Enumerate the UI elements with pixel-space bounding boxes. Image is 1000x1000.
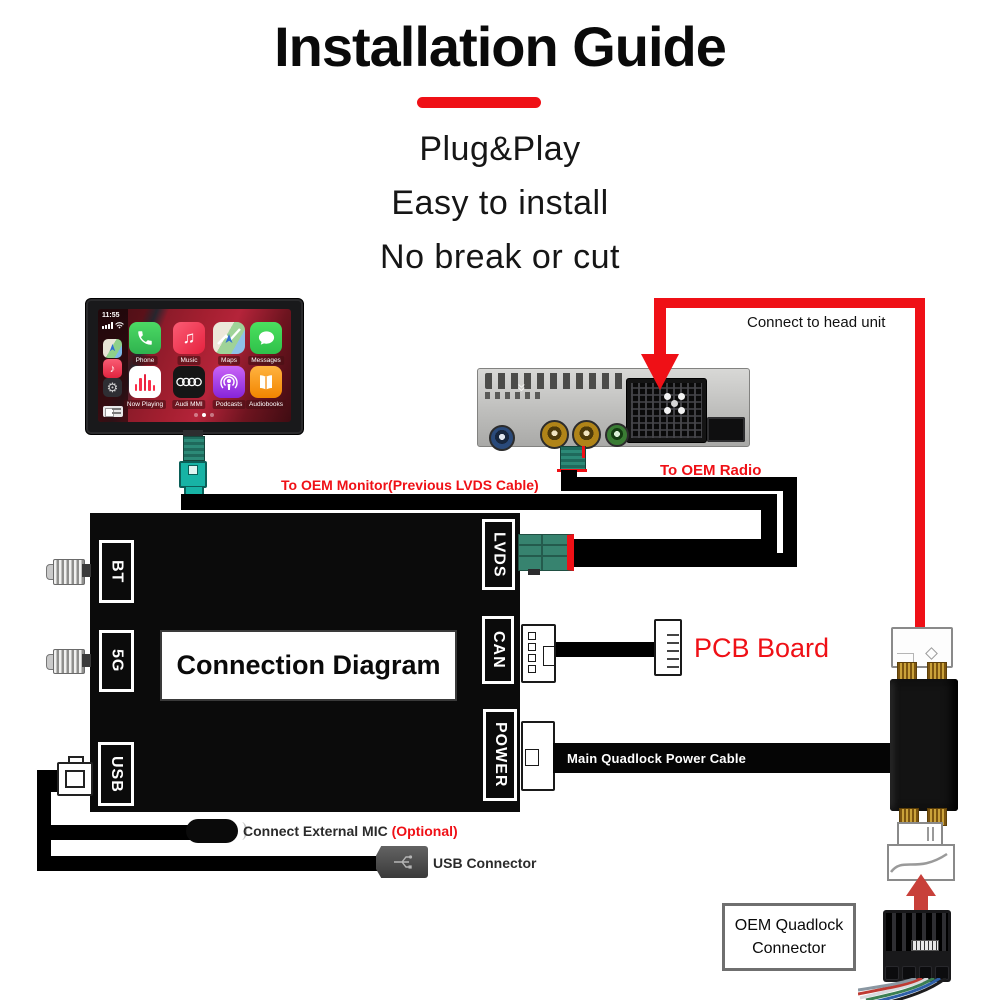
messages-icon	[250, 322, 282, 354]
external-mic	[186, 819, 238, 843]
red-route-horizontal	[654, 298, 925, 308]
now-playing-icon	[129, 366, 161, 398]
clock: 11:55	[102, 312, 120, 319]
cable-segment	[566, 553, 797, 567]
cable-segment	[761, 494, 777, 553]
chevron-down-icon: »	[513, 383, 531, 392]
red-route-vertical	[915, 298, 925, 628]
monitor-lvds-stub	[183, 436, 205, 461]
mic-cable	[37, 825, 190, 840]
fakra-green-connector	[605, 423, 629, 447]
port-bt: BT	[99, 540, 134, 603]
highlight-mark	[582, 446, 585, 458]
5g-antenna-stem	[82, 654, 91, 667]
tagline-no-break: No break or cut	[380, 238, 620, 276]
cable-segment	[566, 539, 777, 553]
oem-quadlock-connector	[883, 910, 951, 982]
usb-plug-tab	[68, 756, 84, 765]
5g-antenna	[53, 649, 85, 674]
up-arrow-icon	[906, 874, 936, 896]
carplay-status-sidebar: 11:55 ♪ ⚙	[98, 309, 128, 422]
cable-segment	[783, 477, 797, 567]
app-label: Audiobooks	[246, 400, 286, 410]
monitor-lvds-plug	[179, 461, 207, 488]
external-mic-label: Connect External MIC (Optional)	[243, 823, 458, 839]
radio-aux-port	[707, 417, 745, 442]
quadlock-adapter-body	[890, 679, 958, 811]
podcasts-icon	[213, 366, 245, 398]
connector-foot	[528, 569, 540, 575]
bt-antenna	[53, 559, 85, 585]
app-label: Now Playing	[123, 400, 167, 410]
pcb-connector	[654, 619, 682, 676]
can-connector	[521, 624, 556, 683]
music-icon: ♫	[173, 322, 205, 354]
monitor-lvds-cable	[181, 494, 777, 510]
settings-gear-icon: ⚙	[103, 378, 122, 397]
connect-to-head-unit-label: Connect to head unit	[747, 314, 886, 331]
to-oem-radio-label: To OEM Radio	[660, 462, 762, 479]
maps-icon	[213, 322, 245, 354]
maps-mini-icon	[103, 339, 122, 358]
audiobooks-icon	[250, 366, 282, 398]
radio-vents	[485, 392, 543, 399]
radio-lvds-cable	[561, 477, 797, 491]
port-power: POWER	[483, 709, 517, 801]
app-label: Audi MMI	[172, 400, 206, 410]
wire-harness	[858, 978, 947, 1000]
quadlock-male-connector	[891, 627, 953, 668]
radio-vents	[485, 373, 625, 389]
radio-lvds-stub	[560, 446, 586, 472]
port-5g: 5G	[99, 630, 134, 692]
app-label: Podcasts	[212, 400, 246, 410]
quadlock-power-cable: Main Quadlock Power Cable	[553, 743, 892, 773]
music-mini-icon: ♪	[103, 359, 122, 378]
app-label: Messages	[248, 356, 284, 366]
carplay-monitor: 11:55 ♪ ⚙ ♫	[85, 298, 304, 435]
port-usb: USB	[98, 742, 134, 806]
carplay-screen: 11:55 ♪ ⚙ ♫	[98, 309, 291, 422]
audi-mmi-icon	[173, 366, 205, 398]
tagline-easy-install: Easy to install	[391, 184, 609, 222]
usb-a-connector	[376, 846, 428, 878]
title-underline	[417, 97, 541, 108]
fakra-gold-connector	[540, 420, 569, 449]
quadlock-pin-dots	[664, 393, 671, 400]
port-can: CAN	[482, 616, 514, 684]
oem-quadlock-label-box: OEM Quadlock Connector	[722, 903, 856, 971]
signal-bars-icon	[102, 322, 124, 329]
app-label: Phone	[132, 356, 158, 366]
power-cable-label: Main Quadlock Power Cable	[567, 750, 747, 766]
connection-diagram-label: Connection Diagram	[160, 630, 457, 701]
box-lvds-connector	[518, 534, 574, 571]
bt-antenna-stem	[82, 564, 91, 577]
page-title: Installation Guide	[274, 15, 727, 78]
pcb-board-label: PCB Board	[694, 633, 830, 663]
power-connector	[521, 721, 555, 791]
usb-cable	[37, 856, 378, 871]
oem-radio-rear: »	[477, 368, 750, 451]
page-dots	[194, 413, 214, 417]
tagline-plug-play: Plug&Play	[419, 130, 581, 168]
up-arrow-icon	[914, 894, 928, 914]
fakra-gold-connector	[572, 420, 601, 449]
down-arrow-icon	[654, 300, 666, 358]
down-arrow-icon	[641, 354, 679, 390]
app-label: Music	[177, 356, 201, 366]
mic-highlight	[236, 822, 247, 840]
box-usb-plug	[57, 762, 93, 796]
cable-segment	[37, 772, 51, 868]
monitor-connector-cap	[183, 430, 203, 436]
usb-connector-label: USB Connector	[433, 855, 537, 871]
dashboard-toggle-icon	[103, 406, 123, 417]
fakra-blue-connector	[489, 425, 515, 451]
wifi-icon	[115, 322, 124, 329]
port-lvds: LVDS	[482, 519, 515, 590]
usb-trident-icon	[394, 855, 413, 869]
phone-icon	[129, 322, 161, 354]
to-oem-monitor-label: To OEM Monitor(Previous LVDS Cable)	[281, 477, 539, 493]
app-label: Maps	[218, 356, 240, 366]
can-cable	[556, 642, 656, 657]
